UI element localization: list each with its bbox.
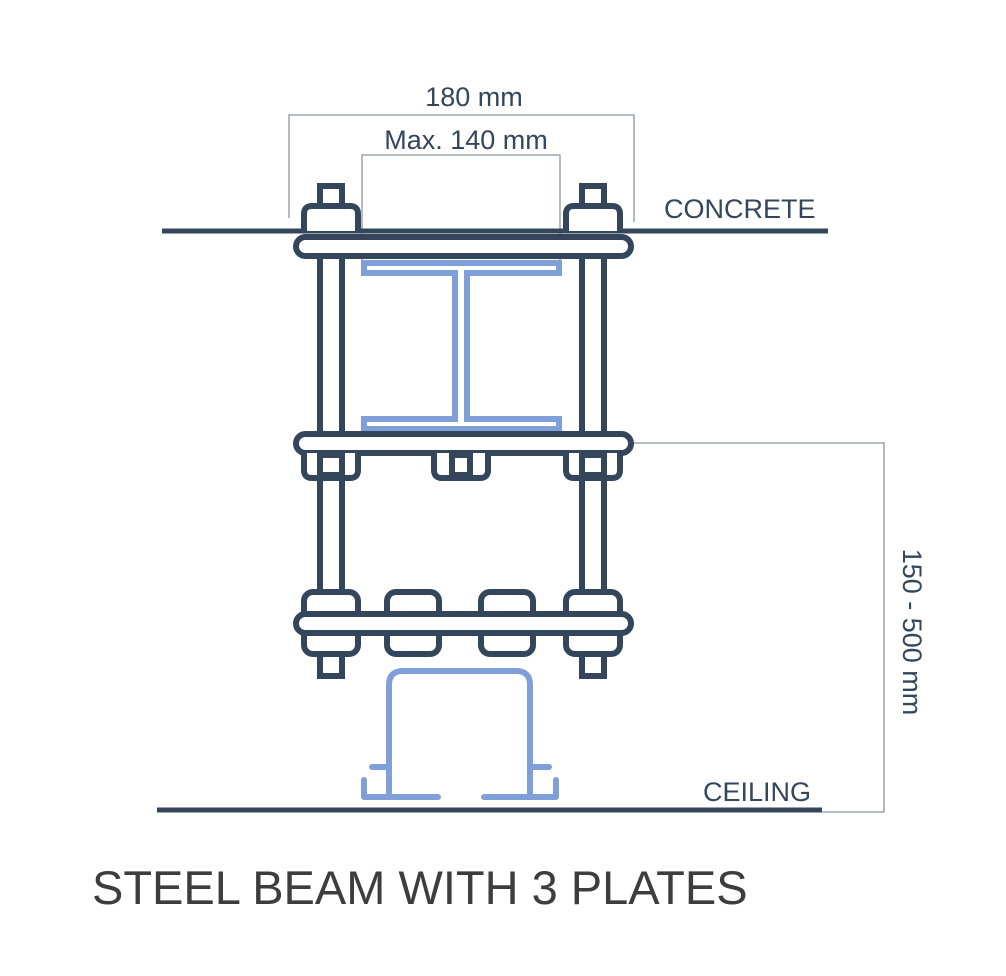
hat-channel: [361, 668, 559, 800]
diagram-title: STEEL BEAM WITH 3 PLATES: [92, 861, 748, 914]
top-nuts: [301, 183, 623, 231]
dimension-height-range-label: 150 - 500 mm: [897, 549, 927, 716]
plate-middle: [293, 431, 634, 456]
dimension-max-140mm: [361, 154, 561, 262]
dimension-max-140mm-label: Max. 140 mm: [384, 125, 548, 155]
dimension-height-range: [632, 442, 885, 813]
plate-bottom: [293, 611, 634, 636]
middle-plate-nuts: [301, 452, 623, 481]
dimension-180mm-label: 180 mm: [425, 82, 523, 112]
plate-top: [293, 234, 634, 259]
concrete-label: CONCRETE: [664, 194, 816, 224]
dimension-180mm: [288, 114, 635, 222]
ceiling-label: CEILING: [703, 777, 811, 807]
i-beam: [361, 260, 562, 432]
